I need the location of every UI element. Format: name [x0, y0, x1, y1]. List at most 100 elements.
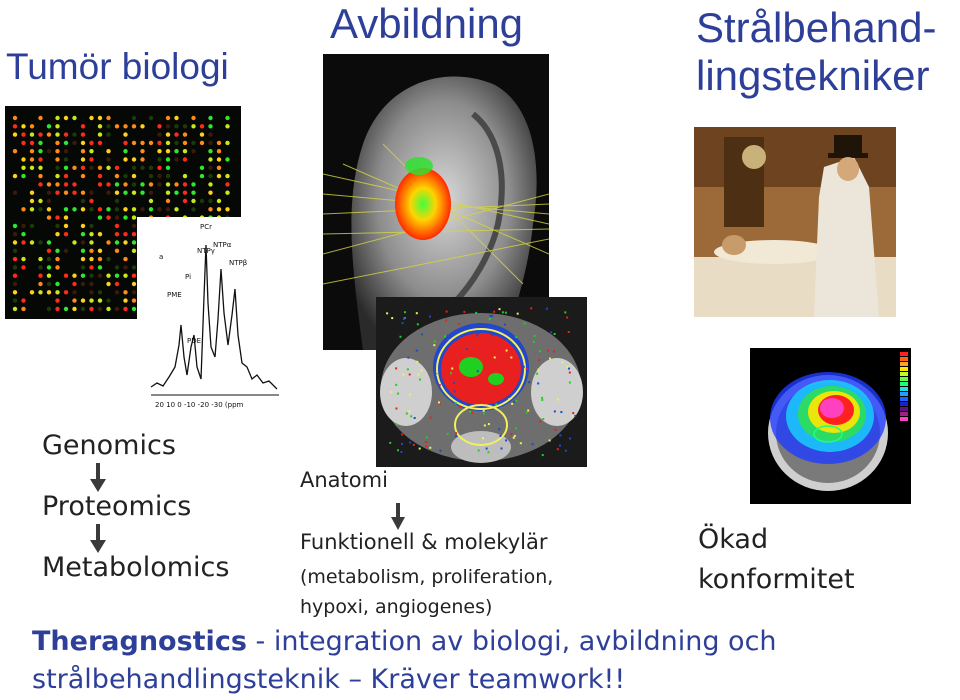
ct-speckle: [568, 371, 571, 374]
microarray-spot: [46, 290, 52, 295]
microarray-spot: [97, 306, 103, 312]
microarray-spot: [106, 215, 111, 220]
ct-speckle: [395, 383, 398, 386]
ct-speckle: [557, 398, 560, 401]
microarray-spot: [63, 290, 69, 295]
microarray-spot: [89, 265, 94, 270]
microarray-spot: [63, 157, 69, 162]
microarray-spot: [63, 115, 69, 121]
ct-speckle: [516, 312, 519, 315]
microarray-spot: [89, 273, 94, 278]
ct-speckle: [491, 334, 494, 337]
microarray-spot: [63, 273, 69, 278]
ct-speckle: [525, 411, 528, 414]
microarray-spot: [29, 124, 35, 129]
microarray-spot: [165, 190, 171, 195]
dose-colorbar-swatch: [900, 357, 908, 361]
microarray-spot: [131, 240, 137, 245]
microarray-spot: [38, 290, 43, 295]
microarray-spot: [29, 198, 35, 204]
microarray-spot: [114, 306, 120, 312]
conformity-line1: Ökad: [698, 524, 769, 555]
dose-colorbar-swatch: [900, 377, 908, 381]
bottom-line1-rest: - integration av biologi, avbildning och: [246, 626, 777, 657]
microarray-spot: [123, 149, 128, 154]
ct-speckle: [505, 349, 508, 352]
microarray-spot: [131, 165, 137, 170]
ct-speckle: [429, 446, 432, 449]
microarray-spot: [46, 248, 52, 253]
ct-speckle: [420, 333, 423, 336]
microarray-spot: [55, 215, 60, 220]
ct-speckle: [538, 359, 541, 362]
ct-speckle: [549, 357, 552, 360]
microarray-spot: [216, 198, 222, 204]
ct-speckle: [389, 441, 392, 444]
microarray-spot: [208, 182, 213, 187]
microarray-spot: [123, 207, 128, 212]
ct-speckle: [512, 436, 515, 439]
microarray-spot: [131, 273, 137, 278]
ct-speckle: [408, 373, 411, 376]
microarray-spot: [131, 124, 137, 129]
ct-speckle: [400, 450, 403, 453]
microarray-spot: [208, 173, 213, 179]
ct-speckle: [556, 448, 559, 451]
ct-speckle: [559, 434, 562, 437]
ct-speckle: [531, 443, 534, 446]
ct-speckle: [548, 439, 551, 442]
ct-speckle: [504, 311, 507, 314]
ct-speckle: [399, 335, 402, 338]
title-radiation-techniques: Strålbehand- lingstekniker: [696, 4, 937, 100]
microarray-spot: [29, 223, 35, 229]
microarray-spot: [72, 281, 77, 287]
microarray-spot: [46, 306, 52, 312]
ct-speckle: [417, 373, 420, 376]
ct-speckle: [415, 349, 418, 352]
ct-speckle: [528, 381, 531, 384]
microarray-spot: [148, 182, 154, 187]
microarray-spot: [208, 198, 213, 204]
microarray-spot: [114, 265, 120, 270]
microarray-spot: [114, 207, 120, 212]
microarray-spot: [140, 207, 145, 212]
microarray-spot: [46, 256, 52, 262]
microarray-spot: [12, 149, 18, 154]
microarray-spot: [21, 306, 26, 312]
ct-speckle: [458, 405, 461, 408]
microarray-spot: [123, 124, 128, 129]
microarray-spot: [80, 173, 86, 179]
ct-speckle: [433, 340, 436, 343]
ct-speckle: [498, 428, 501, 431]
microarray-spot: [29, 140, 35, 146]
microarray-spot: [216, 140, 222, 146]
microarray-spot: [97, 140, 103, 146]
microarray-spot: [165, 182, 171, 187]
microarray-spot: [89, 223, 94, 229]
head-beam-render: [323, 76, 549, 350]
microarray-spot: [29, 165, 35, 170]
arrow-down-icon: [90, 524, 106, 553]
microarray-spot: [123, 190, 128, 195]
microarray-spot: [80, 149, 86, 154]
microarray-spot: [63, 190, 69, 195]
nmr-spectrum-image: PCr NTPγ NTPα NTPβ Pi PME PDE a 20 10 0 …: [137, 217, 287, 417]
microarray-spot: [114, 248, 120, 253]
microarray-spot: [21, 298, 26, 303]
microarray-spot: [182, 182, 188, 187]
microarray-spot: [80, 256, 86, 262]
microarray-spot: [208, 132, 213, 137]
microarray-spot: [131, 190, 137, 195]
microarray-spot: [114, 173, 120, 179]
microarray-spot: [46, 190, 52, 195]
ct-speckle: [425, 445, 428, 448]
microarray-spot: [191, 140, 196, 146]
microarray-spot: [114, 190, 120, 195]
microarray-spot: [106, 273, 111, 278]
microarray-spot: [97, 132, 103, 137]
microarray-spot: [89, 190, 94, 195]
ct-speckle: [561, 361, 564, 364]
microarray-spot: [46, 132, 52, 137]
nmr-label-pcr: PCr: [200, 223, 212, 231]
imaging-details-line1: (metabolism, proliferation,: [300, 566, 554, 588]
